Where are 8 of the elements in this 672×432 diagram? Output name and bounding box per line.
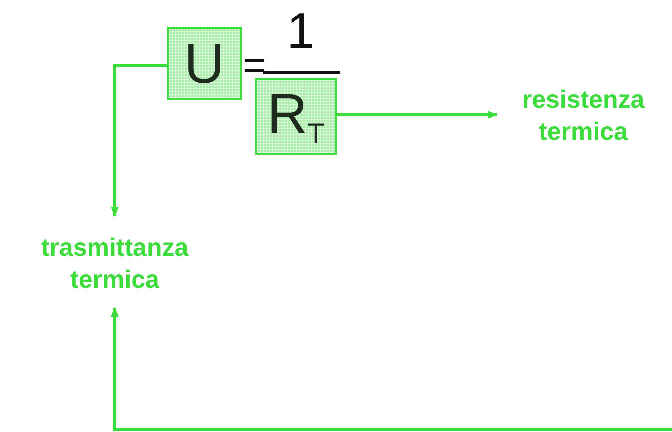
node-text: trasmittanza termica [10, 228, 220, 300]
formula-symbol: 1 [287, 6, 315, 56]
arrow [337, 111, 498, 119]
arrow [111, 64, 167, 217]
node-text: resistenza termica [495, 82, 672, 150]
arrow [111, 307, 672, 432]
formula-box: R$_{T}$ [255, 78, 337, 155]
formula-box: U [167, 27, 242, 100]
